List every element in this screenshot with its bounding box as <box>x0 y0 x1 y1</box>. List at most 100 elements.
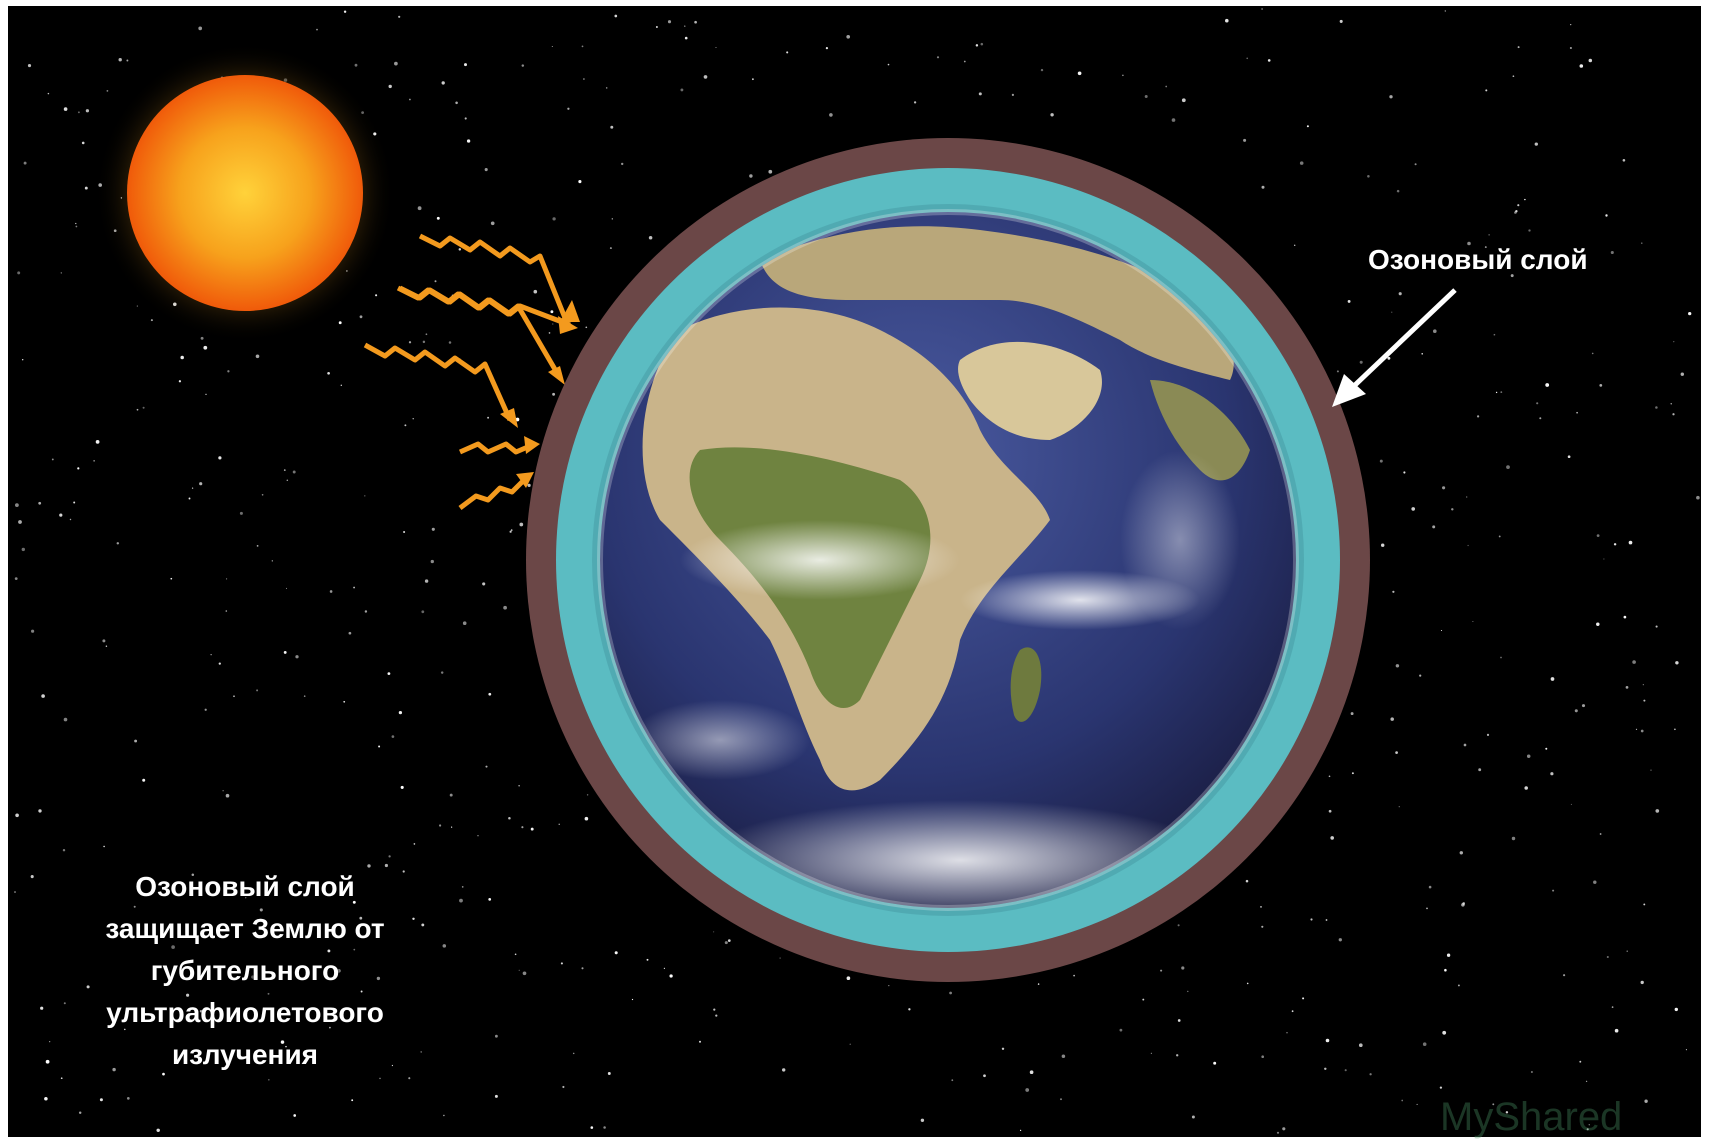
star <box>359 315 363 319</box>
star <box>443 1114 445 1117</box>
star <box>1401 1099 1404 1102</box>
star <box>378 745 381 748</box>
star <box>585 326 588 329</box>
star <box>205 393 207 395</box>
star <box>1632 660 1636 664</box>
star <box>713 931 715 933</box>
star <box>1416 1103 1418 1105</box>
star <box>1581 704 1586 708</box>
star <box>1570 23 1572 26</box>
star <box>421 610 425 614</box>
star <box>1643 903 1646 906</box>
star <box>1225 18 1229 23</box>
star <box>388 84 392 89</box>
star <box>198 26 203 31</box>
star <box>364 495 366 497</box>
star <box>1478 768 1482 772</box>
star <box>404 424 407 427</box>
star <box>239 511 243 515</box>
star <box>1191 1115 1195 1119</box>
star <box>171 945 175 949</box>
star <box>1380 543 1385 547</box>
star <box>1495 391 1498 394</box>
star <box>420 1051 423 1053</box>
star <box>667 20 672 24</box>
star <box>142 406 145 409</box>
star <box>1119 1028 1123 1032</box>
star <box>1641 242 1643 244</box>
star <box>514 953 517 956</box>
star <box>1077 71 1082 76</box>
star <box>1061 1054 1066 1059</box>
star <box>1339 19 1343 23</box>
star <box>1463 743 1467 747</box>
star <box>449 793 453 797</box>
star <box>251 975 255 979</box>
star <box>1655 625 1658 628</box>
star <box>1574 709 1578 713</box>
star <box>1379 459 1383 463</box>
star <box>1550 772 1554 776</box>
star <box>227 370 230 373</box>
star <box>1282 1127 1286 1131</box>
star <box>715 46 717 49</box>
star <box>327 949 331 953</box>
star <box>550 310 554 314</box>
star <box>387 672 391 675</box>
star <box>558 823 560 825</box>
star <box>1545 383 1550 387</box>
star <box>1347 299 1351 303</box>
star <box>1534 142 1538 146</box>
star <box>611 218 613 220</box>
star <box>515 417 520 422</box>
star <box>1486 733 1490 736</box>
star <box>621 162 624 166</box>
star <box>105 645 108 648</box>
star <box>752 78 754 81</box>
star <box>81 141 85 145</box>
star <box>408 98 411 101</box>
star <box>749 174 753 178</box>
star <box>1433 329 1437 333</box>
star <box>1674 728 1676 731</box>
star <box>1011 93 1015 97</box>
star <box>590 1126 594 1129</box>
star <box>1261 185 1265 189</box>
caption-text: Озоновый слой защищает Землю от губитель… <box>60 866 430 1076</box>
star <box>200 336 204 340</box>
arrow-pointer-icon <box>1332 288 1457 407</box>
star <box>713 1008 716 1011</box>
star <box>51 458 54 461</box>
star <box>1419 674 1422 677</box>
star <box>391 735 395 738</box>
star <box>359 916 363 920</box>
star <box>21 547 25 552</box>
star <box>1500 656 1502 659</box>
star <box>1472 620 1474 623</box>
star <box>412 917 415 921</box>
star <box>1261 8 1263 10</box>
star <box>1260 905 1262 908</box>
star <box>548 332 551 334</box>
star <box>1596 534 1600 537</box>
star <box>1019 1129 1022 1132</box>
star <box>280 1040 285 1044</box>
star <box>1613 543 1617 546</box>
star <box>1567 455 1571 459</box>
star <box>1670 403 1672 405</box>
star <box>1588 58 1593 63</box>
star <box>316 28 318 31</box>
star <box>95 440 100 444</box>
star <box>439 824 442 827</box>
star <box>1395 664 1400 668</box>
sun-icon <box>95 43 395 343</box>
star <box>975 44 979 47</box>
star <box>663 967 666 970</box>
star <box>225 793 230 798</box>
star <box>1459 851 1464 855</box>
star <box>63 1002 66 1005</box>
star <box>133 905 136 908</box>
star <box>560 962 563 965</box>
star <box>1466 496 1468 498</box>
star <box>1599 833 1602 835</box>
